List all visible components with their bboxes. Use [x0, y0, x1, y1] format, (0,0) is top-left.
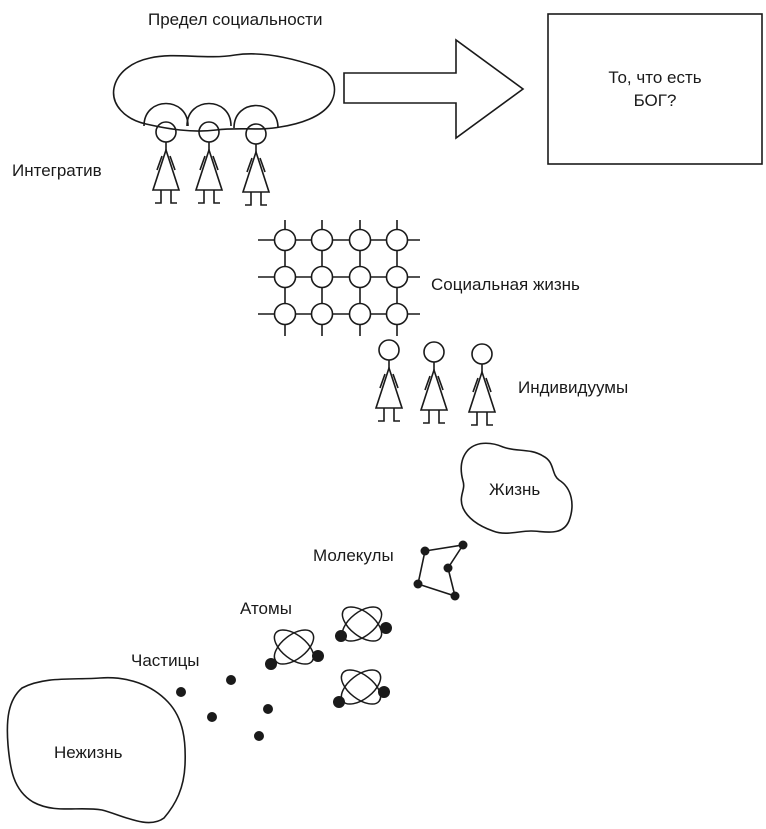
atom	[333, 669, 390, 708]
particle	[226, 675, 236, 685]
particle	[176, 687, 186, 697]
god-box	[547, 13, 763, 165]
stick-figure	[241, 123, 271, 206]
grid-node	[385, 302, 409, 326]
stick-figure	[419, 341, 449, 424]
grid-node	[348, 265, 372, 289]
integrative-label: Интегратив	[12, 161, 102, 180]
molecule-shape	[413, 540, 468, 601]
atom	[265, 629, 324, 670]
stick-figure	[374, 339, 404, 422]
god-label-line1: То, что есть	[608, 68, 702, 87]
individual-figures	[374, 339, 497, 426]
molecules-label: Молекулы	[313, 546, 394, 565]
sociality-cloud	[112, 53, 336, 132]
particles-label: Частицы	[131, 651, 200, 670]
social-life-label: Социальная жизнь	[431, 275, 580, 294]
grid-node	[348, 228, 372, 252]
atoms-group	[265, 606, 392, 708]
nonlife-label: Нежизнь	[54, 743, 123, 762]
integrative-figures	[143, 102, 279, 206]
social-life-grid	[258, 220, 420, 336]
grid-node	[348, 302, 372, 326]
grid-node	[385, 228, 409, 252]
individuals-label: Индивидуумы	[518, 378, 629, 397]
particle	[263, 704, 273, 714]
sociality-limit-label: Предел социальности	[148, 10, 323, 29]
particle	[254, 731, 264, 741]
transition-arrow	[343, 38, 525, 140]
particle	[207, 712, 217, 722]
atoms-label: Атомы	[240, 599, 292, 618]
particles-group	[176, 675, 273, 741]
grid-node	[273, 302, 297, 326]
grid-node	[310, 228, 334, 252]
stick-figure	[467, 343, 497, 426]
grid-node	[273, 265, 297, 289]
grid-node	[310, 302, 334, 326]
grid-node	[385, 265, 409, 289]
life-cloud	[460, 442, 573, 534]
god-label-line2: БОГ?	[633, 91, 677, 110]
stick-figure	[151, 121, 181, 204]
grid-node	[310, 265, 334, 289]
grid-node	[273, 228, 297, 252]
life-label: Жизнь	[489, 480, 541, 499]
nonlife-cloud	[6, 676, 187, 824]
atom	[335, 606, 392, 642]
stick-figure	[194, 121, 224, 204]
